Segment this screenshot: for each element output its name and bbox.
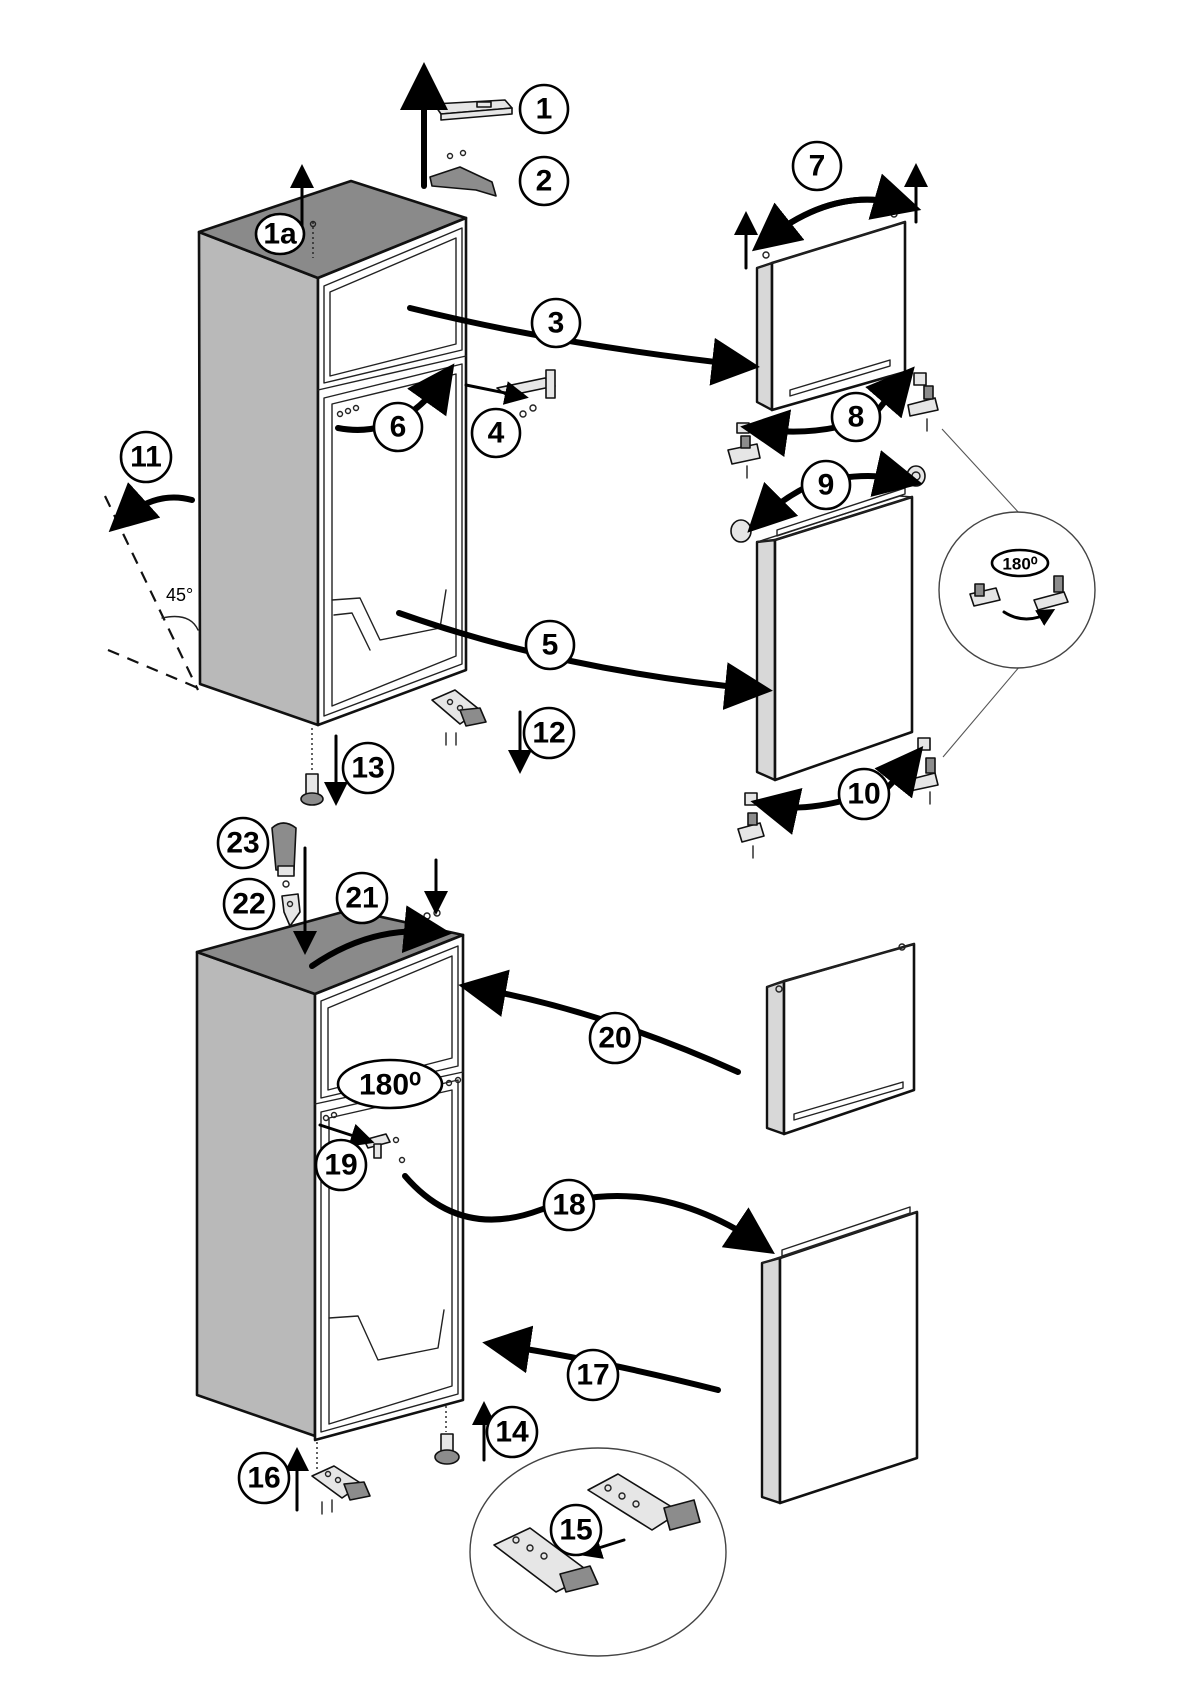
bottom-hinge-16 [312, 1442, 370, 1514]
step-15: 15 [551, 1505, 601, 1555]
step-17: 17 [568, 1350, 618, 1400]
step-13: 13 [343, 743, 393, 793]
svg-text:23: 23 [226, 827, 259, 860]
svg-text:3: 3 [548, 307, 565, 340]
top-cover-part [434, 100, 512, 120]
step-5: 5 [526, 621, 574, 669]
svg-text:20: 20 [598, 1022, 631, 1055]
step-1: 1 [520, 85, 568, 133]
screws-21 [424, 910, 440, 919]
step-7: 7 [793, 142, 841, 190]
svg-text:16: 16 [247, 1462, 280, 1495]
fridge-top [199, 181, 466, 725]
svg-text:14: 14 [495, 1416, 529, 1449]
svg-text:2: 2 [536, 165, 553, 198]
freezer-door-bottom [767, 944, 914, 1134]
svg-text:7: 7 [809, 150, 826, 183]
rotation-label-main: 180⁰ [338, 1060, 442, 1108]
svg-text:5: 5 [542, 629, 559, 662]
bottom-hinge-part [432, 690, 486, 745]
step-14: 14 [487, 1407, 537, 1457]
svg-text:8: 8 [848, 401, 865, 434]
step-10: 10 [839, 769, 889, 819]
svg-text:180⁰: 180⁰ [359, 1069, 421, 1102]
adjustable-foot-top [301, 728, 323, 805]
step-19: 19 [316, 1140, 366, 1190]
hinge-swap-detail [470, 1448, 726, 1656]
step-18: 18 [544, 1180, 594, 1230]
step-4: 4 [472, 409, 520, 457]
svg-text:1a: 1a [263, 218, 297, 251]
step-8: 8 [832, 393, 880, 441]
adjustable-foot-bottom [435, 1406, 459, 1464]
step-1a: 1a [256, 214, 304, 254]
step-6: 6 [374, 403, 422, 451]
fridge-door-removed [757, 488, 912, 780]
svg-text:22: 22 [232, 888, 265, 921]
top-hinge-part [430, 151, 496, 197]
step-12: 12 [524, 708, 574, 758]
step-3: 3 [532, 299, 580, 347]
step-16: 16 [239, 1453, 289, 1503]
svg-text:10: 10 [847, 778, 880, 811]
angle-label: 45° [166, 585, 193, 605]
svg-text:1: 1 [536, 93, 553, 126]
svg-text:15: 15 [559, 1514, 592, 1547]
svg-text:17: 17 [576, 1359, 609, 1392]
svg-text:18: 18 [552, 1189, 585, 1222]
svg-text:21: 21 [345, 882, 378, 915]
svg-text:11: 11 [130, 441, 162, 474]
fridge-door-bottom [762, 1207, 917, 1503]
svg-text:12: 12 [532, 717, 565, 750]
svg-text:6: 6 [390, 411, 407, 444]
step-11: 11 [121, 432, 171, 482]
handle-cover-part [272, 823, 296, 887]
top-hinge-bracket-22 [282, 894, 300, 926]
step-21: 21 [337, 873, 387, 923]
svg-text:4: 4 [488, 417, 505, 450]
freezer-door-removed [757, 211, 905, 410]
step-23: 23 [218, 818, 268, 868]
svg-text:13: 13 [351, 752, 384, 785]
svg-text:9: 9 [818, 469, 835, 502]
detail-rotation-label: 180⁰ [1002, 555, 1037, 574]
tilt-guide: 45° [105, 496, 198, 690]
svg-text:19: 19 [324, 1149, 357, 1182]
step-22: 22 [224, 879, 274, 929]
hinge-rotation-detail: 180⁰ [939, 429, 1095, 757]
step-20: 20 [590, 1013, 640, 1063]
step-9: 9 [802, 461, 850, 509]
step-2: 2 [520, 157, 568, 205]
